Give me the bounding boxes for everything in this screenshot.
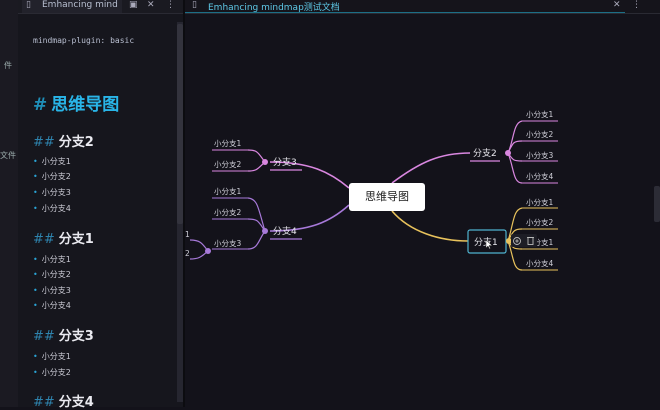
- active-tab-indicator: [185, 12, 625, 13]
- root-node[interactable]: 思维导图: [349, 183, 425, 211]
- branch3-node: 分支3: [273, 156, 297, 168]
- leaf-node: 小分支1: [214, 186, 241, 196]
- heading-hash: #: [33, 95, 48, 115]
- mindmap-tab-bar: [185, 0, 660, 14]
- leaf-node: 小分支2: [214, 207, 241, 217]
- list-item: •小分支4: [33, 204, 71, 213]
- mouse-cursor-icon: [485, 239, 493, 250]
- leaf-node: 2: [185, 249, 190, 258]
- left-gutter: 件 文件: [0, 0, 18, 407]
- list-item: •小分支2: [33, 270, 71, 279]
- mindmap-canvas[interactable]: 分支2 小分支1 小分支2 小分支3 小分支4 小分支1 小分支2 小分支1 小…: [185, 14, 660, 407]
- leaf-node: 小分支1: [526, 197, 553, 207]
- list-item: •小分支1: [33, 157, 71, 166]
- leaf-node: 小分支1: [214, 138, 241, 148]
- edge-root-branch1: [391, 210, 469, 242]
- branch1-expander: [506, 238, 512, 244]
- list-item: •小分支4: [33, 301, 71, 310]
- editor-tab-title: Emhancing mindm: [42, 0, 118, 10]
- branch4-node: 分支4: [273, 225, 297, 237]
- heading-branch4: ##分支4: [33, 395, 94, 410]
- pane-divider[interactable]: [183, 0, 185, 407]
- heading-1: #思维导图: [33, 90, 119, 115]
- leaf-node: 小分支4: [526, 171, 553, 181]
- editor-pane: [18, 0, 185, 407]
- leaf-node: 小分支1: [526, 237, 553, 247]
- branch2-node: 分支2: [473, 147, 497, 159]
- heading-branch3: ##分支3: [33, 329, 94, 344]
- leaf-node: 小分支3: [526, 150, 553, 160]
- editor-tab[interactable]: [22, 0, 122, 13]
- edge-root-branch3: [269, 161, 350, 189]
- leaf-node: 小分支3: [214, 238, 241, 248]
- editor-scrollbar-thumb[interactable]: [177, 24, 183, 224]
- canvas-scrollbar[interactable]: [654, 186, 660, 222]
- close-icon[interactable]: ✕: [613, 0, 621, 10]
- leaf-node: 小分支4: [526, 258, 553, 268]
- list-item: •小分支2: [33, 172, 71, 181]
- gutter-mark: 文件: [0, 151, 16, 160]
- leaf-node: 1: [185, 230, 190, 239]
- heading-branch2: ##分支2: [33, 135, 94, 150]
- leaf-node: 小分支2: [526, 129, 553, 139]
- mindmap-tab-title[interactable]: Emhancing mindmap测试文档: [208, 3, 340, 13]
- list-item: •小分支3: [33, 286, 71, 295]
- list-item: •小分支1: [33, 255, 71, 264]
- add-node-icon: [513, 237, 521, 245]
- document-icon: ▯: [26, 0, 31, 10]
- heading-1-text: 思维导图: [51, 95, 120, 115]
- document-icon: ▯: [192, 0, 197, 10]
- gutter-mark: 件: [4, 61, 12, 70]
- list-item: •小分支3: [33, 188, 71, 197]
- leaf-node: 小分支2: [214, 159, 241, 169]
- frontmatter-line: mindmap-plugin: basic: [33, 36, 135, 45]
- split-view-icon[interactable]: ▣: [129, 0, 138, 10]
- edge-root-branch4: [269, 204, 350, 232]
- leaf-node: 小分支1: [526, 109, 553, 119]
- leaf-node: 小分支2: [526, 217, 553, 227]
- more-options-icon[interactable]: ⋮: [632, 0, 641, 10]
- edge-root-branch2: [391, 152, 471, 184]
- list-item: •小分支2: [33, 368, 71, 377]
- heading-branch1: ##分支1: [33, 232, 94, 247]
- list-item: •小分支1: [33, 352, 71, 361]
- close-icon[interactable]: ✕: [147, 0, 155, 10]
- more-options-icon[interactable]: ⋮: [166, 0, 175, 10]
